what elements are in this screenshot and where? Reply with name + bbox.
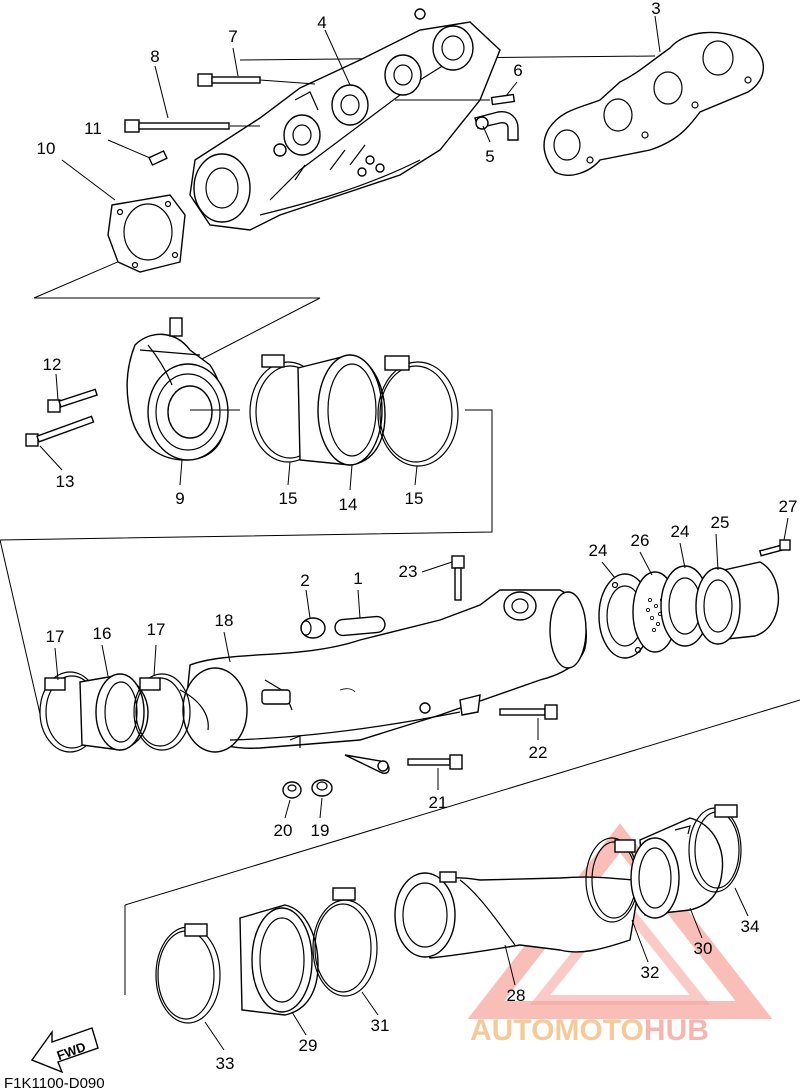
label-part-17b: 17: [147, 620, 166, 639]
hose-clamp-17b: [133, 673, 191, 751]
grommet-20: [282, 781, 302, 799]
label-part-15b: 15: [405, 489, 424, 508]
collar-19: [311, 779, 333, 797]
label-part-22: 22: [529, 743, 548, 762]
bolt-12: [47, 388, 98, 413]
bolt-8: [124, 119, 260, 133]
exhaust-pipe-28: [394, 871, 641, 959]
hose-clamp-34: [688, 804, 742, 893]
label-part-13: 13: [56, 472, 75, 491]
exhaust-elbow-9: [126, 317, 240, 461]
label-part-12: 12: [43, 355, 62, 374]
watermark-brand-part1: AUTOMOTO: [470, 1014, 644, 1047]
bolt-23: [451, 555, 465, 601]
svg-text:AUTOMOTOHUB: AUTOMOTOHUB: [470, 1014, 709, 1047]
section-lines: [0, 55, 800, 995]
label-part-25: 25: [711, 513, 730, 532]
manifold-gasket: [543, 31, 764, 176]
watermark-brand: AUTOMOTOHUB: [470, 1014, 709, 1047]
label-part-8: 8: [150, 47, 159, 66]
rubber-coupling-30: [630, 817, 724, 919]
label-part-20: 20: [274, 821, 293, 840]
label-part-21: 21: [429, 793, 448, 812]
fwd-arrow: FWD: [30, 1027, 99, 1074]
label-part-17a: 17: [46, 627, 65, 646]
exhaust-manifold: [189, 8, 501, 231]
label-part-14: 14: [339, 495, 358, 514]
label-part-29: 29: [299, 1036, 318, 1055]
label-part-27: 27: [779, 497, 798, 516]
hose-fitting-5: [474, 111, 519, 141]
gasket-10: [107, 194, 186, 273]
label-part-28: 28: [507, 986, 526, 1005]
label-part-33: 33: [216, 1054, 235, 1073]
label-part-5: 5: [485, 147, 494, 166]
bolt-22: [499, 704, 558, 720]
dowel-pin-11: [148, 150, 168, 166]
label-part-24a: 24: [671, 522, 690, 541]
muffler-18: [179, 589, 587, 774]
part-labels: 3 4 7 8 6 11 5 10 12 13 9 15 14 15 27 25…: [37, 0, 798, 1073]
leader-lines: [39, 15, 789, 1051]
label-part-34: 34: [741, 917, 760, 936]
label-part-30: 30: [694, 939, 713, 958]
rubber-grommet-1: [334, 615, 386, 637]
label-part-7: 7: [228, 27, 237, 46]
label-part-4: 4: [317, 13, 326, 32]
label-part-32: 32: [641, 963, 660, 982]
label-part-23: 23: [399, 562, 418, 581]
watermark-brand-part2: HUB: [644, 1014, 709, 1047]
rubber-coupling-16: [79, 673, 149, 751]
hose-clamp-33: [155, 923, 221, 1024]
dowel-pin-6: [395, 93, 516, 106]
hose-clamp-31: [312, 887, 378, 997]
label-part-15a: 15: [279, 489, 298, 508]
label-part-26: 26: [631, 531, 650, 550]
label-part-11: 11: [84, 119, 102, 138]
label-part-10: 10: [37, 139, 56, 158]
plug-2: [300, 617, 326, 639]
bolt-7: [197, 73, 316, 87]
label-part-16: 16: [93, 624, 112, 643]
label-part-1: 1: [353, 569, 362, 588]
bolt-13: [25, 415, 95, 447]
bolt-21: [407, 754, 463, 770]
label-part-18: 18: [215, 611, 234, 630]
bolt-27: [758, 539, 791, 557]
label-part-24b: 24: [589, 541, 608, 560]
label-part-9: 9: [175, 489, 184, 508]
rubber-coupling-14: [297, 354, 386, 466]
diagram-code: F1K1100-D090: [4, 1075, 105, 1092]
hose-clamp-15b: [377, 355, 459, 467]
flange-25: [695, 561, 780, 645]
label-part-6: 6: [513, 61, 522, 80]
label-part-3: 3: [651, 0, 660, 18]
label-part-19: 19: [311, 821, 330, 840]
rubber-coupling-29: [239, 904, 319, 1016]
label-part-2: 2: [300, 571, 309, 590]
label-part-31: 31: [371, 1016, 390, 1035]
